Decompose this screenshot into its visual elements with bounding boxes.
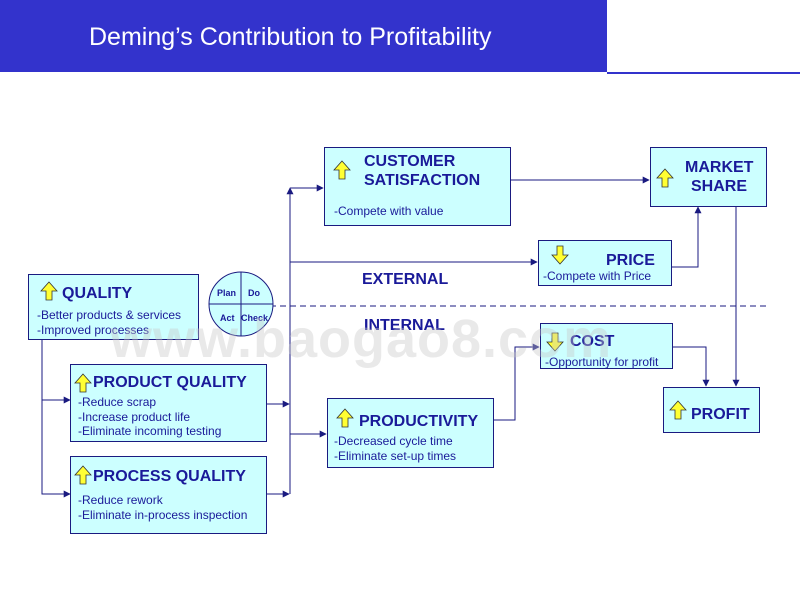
arrow-up-icon [74,373,92,393]
arrow-down-icon [546,332,564,352]
arrow-down-icon [551,245,569,265]
connector-quality-product [41,340,71,404]
pdca-wheel [208,271,274,337]
product-quality-box: PRODUCT QUALITY -Reduce scrap -Increase … [70,364,267,442]
pdca-act: Act [220,313,235,323]
productivity-title: PRODUCTIVITY [359,413,479,430]
process-quality-title: PROCESS QUALITY [93,468,246,485]
connector-price-market [672,206,702,268]
internal-label: INTERNAL [364,317,445,334]
cost-line-1: -Opportunity for profit [545,355,659,369]
arrow-up-icon [333,160,351,180]
pdca-check: Check [241,313,269,323]
arrow-up-icon [74,465,92,485]
connector-productivity-cost [494,343,540,421]
productivity-line-2: -Eliminate set-up times [334,449,457,463]
price-line-1: -Compete with Price [543,269,652,283]
customer-satisfaction-title-2: SATISFACTION [364,172,481,189]
price-title: PRICE [606,252,655,269]
market-share-title-1: MARKET [685,159,754,176]
external-label: EXTERNAL [362,271,449,288]
product-quality-line-3: -Eliminate incoming testing [78,424,222,438]
product-quality-line-2: -Increase product life [78,410,191,424]
quality-title: QUALITY [62,285,133,302]
customer-satisfaction-title-1: CUSTOMER [364,153,456,170]
product-quality-title: PRODUCT QUALITY [93,374,247,391]
arrow-up-icon [656,168,674,188]
title-underline [607,72,800,74]
title-bar [0,0,607,72]
process-quality-line-1: -Reduce rework [78,493,163,507]
process-quality-box: PROCESS QUALITY -Reduce rework -Eliminat… [70,456,267,534]
quality-line-2: -Improved processes [37,323,150,337]
customer-satisfaction-box: CUSTOMER SATISFACTION -Compete with valu… [324,147,511,226]
watermark: www.baogao8.com [110,309,613,369]
quality-box: QUALITY -Better products & services -Imp… [28,274,199,340]
pdca-do: Do [248,288,260,298]
cost-box: COST -Opportunity for profit [540,323,673,369]
quality-line-1: -Better products & services [37,308,182,322]
arrow-up-icon [669,400,687,420]
profit-box: PROFIT [663,387,760,433]
pdca-plan: Plan [217,288,237,298]
product-quality-line-1: -Reduce scrap [78,395,157,409]
price-box: PRICE -Compete with Price [538,240,672,286]
profit-title: PROFIT [691,406,750,423]
process-quality-line-2: -Eliminate in-process inspection [78,508,248,522]
connector-quality-process [41,400,71,498]
arrow-up-icon [40,281,58,301]
productivity-line-1: -Decreased cycle time [334,434,453,448]
cost-title: COST [570,333,615,350]
page-title: Deming’s Contribution to Profitability [89,23,492,51]
customer-satisfaction-line-1: -Compete with value [334,204,444,218]
productivity-box: PRODUCTIVITY -Decreased cycle time -Elim… [327,398,494,468]
connector-cost-profit [673,346,710,387]
market-share-title-2: SHARE [691,178,748,195]
arrow-up-icon [336,408,354,428]
market-share-box: MARKET SHARE [650,147,767,207]
